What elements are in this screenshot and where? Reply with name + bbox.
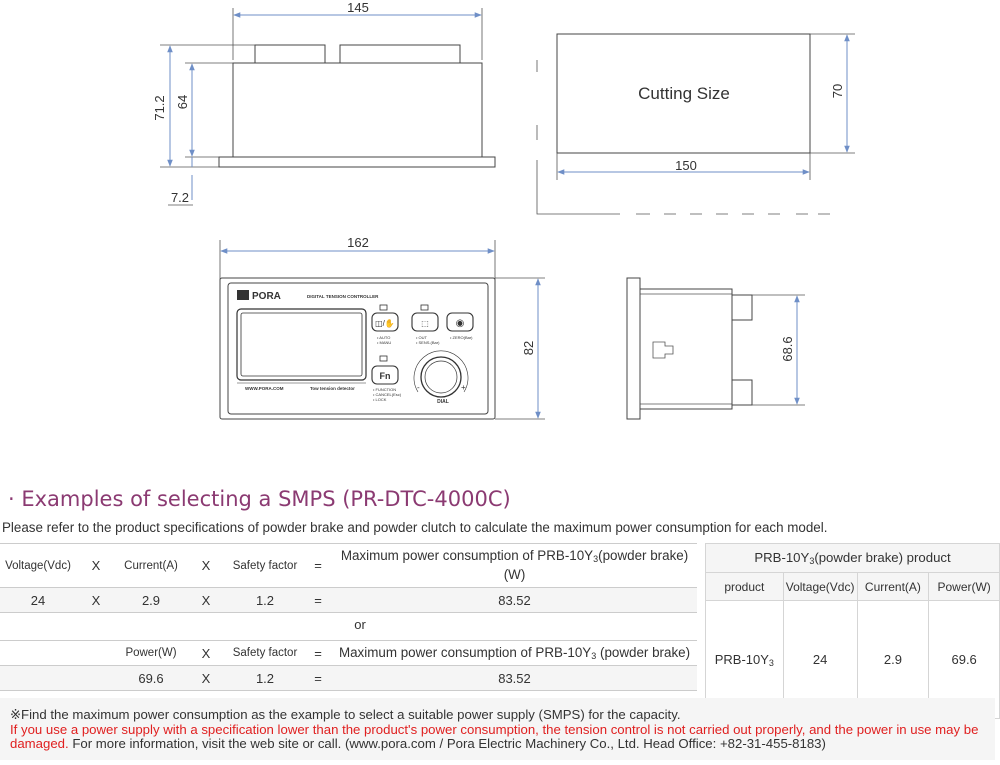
or-label: or [354,617,366,632]
right-connector-bottom [731,379,753,406]
dial-plus: + [461,383,466,392]
product-header-voltage: Voltage(Vdc) [782,572,858,601]
dim-label-68-6: 68.6 [780,336,795,361]
cutting-size-view: Cutting Size 70 150 [536,33,855,215]
calc-table-1: Voltage(Vdc) X Current(A) X Safety facto… [0,543,697,613]
function-label: • FUNCTION [373,387,396,392]
equals-sign: = [314,670,322,686]
hand-icon: ◫/✋ [375,318,395,328]
output-icon: ⬚ [421,319,429,328]
out-label: • OUT [416,335,428,340]
dial-label: DIAL [437,399,449,405]
note-box: ※Find the maximum power consumption as t… [0,698,995,760]
out-button[interactable] [411,312,439,332]
times-sign: X [91,558,101,573]
note-line: ※Find the maximum power consumption as t… [10,707,681,722]
value-safety-factor: 1.2 [255,592,275,608]
cutting-outline-dashed [536,60,830,215]
header-safety-factor: Safety factor [232,559,298,572]
front-view: 162 PORA DIGITAL TENSION CONTROLLER WWW.… [219,235,545,420]
dimension-drawing: 145 71.2 64 7.2 Cutting Size 70 150 [152,0,855,420]
zero-button[interactable] [446,312,474,332]
dim-label-64: 64 [175,95,190,109]
header-current: Current(A) [124,559,178,572]
header-max-power: Maximum power consumption of PRB-10Y3(po… [340,548,689,582]
side-flange [218,156,496,168]
dim-label-150: 150 [675,158,697,173]
panel-title: DIGITAL TENSION CONTROLLER [307,294,379,299]
zero-icon: ◉ [456,318,465,329]
calc-table-2: Power(W) X Safety factor = Maximum power… [0,640,697,691]
value-max-power: 83.52 [498,592,531,608]
times-sign: X [201,558,211,573]
right-side-view: 68.6 [626,277,805,420]
value-safety-factor: 1.2 [255,670,275,686]
side-connector-right [339,44,461,64]
value-current: 2.9 [141,592,161,608]
side-connector-left [254,44,326,64]
note-warning: If you use a power supply with a specifi… [10,721,979,751]
dial-knob[interactable] [420,356,462,398]
zero-label: • ZERO(Bar) [450,335,473,340]
product-header-power: Power(W) [928,572,1000,601]
dim-label-70: 70 [830,84,845,98]
dim-label-145: 145 [347,0,369,15]
times-sign: X [201,645,211,661]
equals-sign: = [314,592,322,608]
side-body [232,62,483,158]
auto-label: • AUTO [377,335,390,340]
note-info: For more information, visit the web site… [68,736,826,751]
lock-label: • LOCK [373,397,387,402]
equals-sign: = [314,645,322,661]
section-heading: · Examples of selecting a SMPS (PR-DTC-4… [8,487,511,511]
fn-button-label: Fn [380,371,391,381]
product-header-product: product [705,572,784,601]
times-sign: X [201,592,211,608]
right-flange [626,277,641,420]
times-sign: X [201,670,211,686]
manu-label: • MANU [377,340,391,345]
auto-manu-button[interactable] [371,312,399,332]
lcd-screen [240,312,363,377]
product-header-current: Current(A) [856,572,930,601]
panel-website: WWW.PORA.COM [245,386,284,391]
value-power: 69.6 [138,670,164,686]
led-out [420,304,429,311]
cutting-size-label: Cutting Size [638,84,730,103]
sens-label: • SENS.(Bar) [416,340,440,345]
dim-label-71-2: 71.2 [152,95,167,120]
header-power: Power(W) [125,647,177,659]
dim-label-162: 162 [347,235,369,250]
dim-label-7-2: 7.2 [171,190,189,205]
right-body [639,288,733,410]
cancel-label: • CANCEL(Esc) [373,392,402,397]
section-intro: Please refer to the product specificatio… [2,520,828,535]
header-voltage: Voltage(Vdc) [5,559,71,572]
cutting-size-rect [556,33,811,154]
times-sign: X [91,592,101,608]
side-view: 145 71.2 64 7.2 [152,0,496,206]
dial-minus: - [417,383,420,392]
led-fn [379,355,388,362]
dim-label-82: 82 [521,341,536,355]
product-table-title: PRB-10Y3(powder brake) product [705,543,1000,573]
header-safety-factor: Safety factor [232,647,298,659]
header-max-power: Maximum power consumption of PRB-10Y3 (p… [338,645,691,661]
note-warning-block: If you use a power supply with a specifi… [10,721,995,752]
led-auto-manu [379,304,388,311]
equals-sign: = [314,558,322,573]
value-max-power: 83.52 [498,670,531,686]
side-latch [652,341,674,359]
right-connector-top [731,294,753,321]
fn-button[interactable] [371,365,399,385]
product-table: PRB-10Y3(powder brake) product product V… [705,543,1000,719]
pora-logo-icon [237,290,249,300]
panel-tension-label: Tow tension detector [310,386,355,391]
value-voltage: 24 [30,592,46,608]
logo-text: PORA [252,291,281,302]
